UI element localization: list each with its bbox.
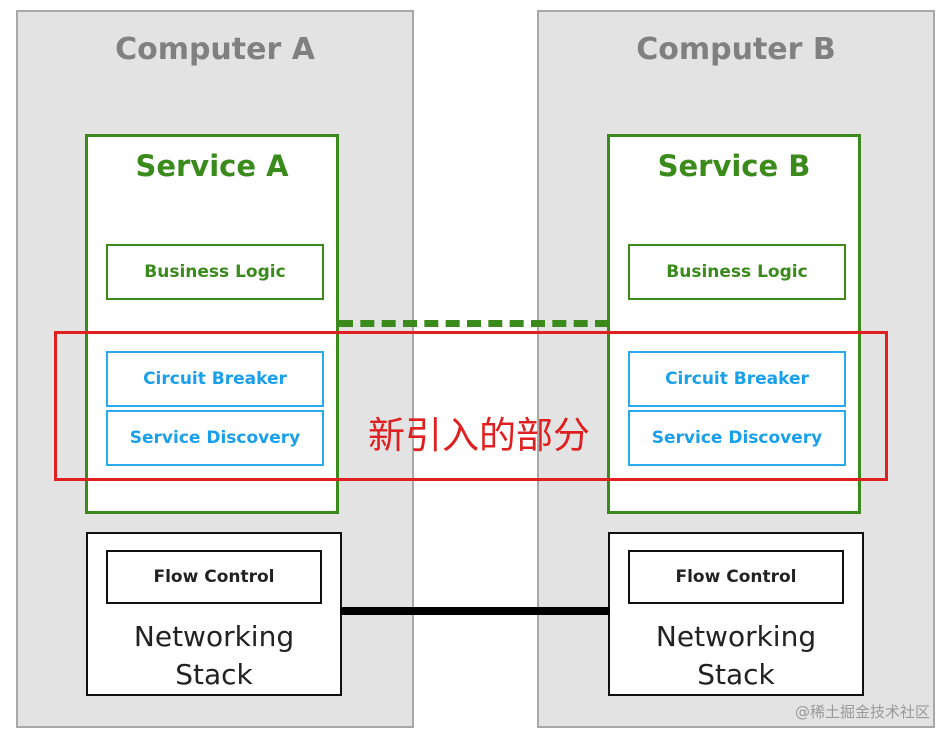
flow-control-a: Flow Control bbox=[106, 550, 322, 604]
networking-stack-a: Flow Control Networking Stack bbox=[86, 532, 342, 696]
service-a-title: Service A bbox=[135, 149, 289, 183]
flow-control-b: Flow Control bbox=[628, 550, 844, 604]
networking-stack-a-line1: Networking bbox=[133, 620, 295, 653]
networking-stack-b-line2: Stack bbox=[697, 658, 775, 691]
service-a-service-discovery: Service Discovery bbox=[106, 410, 324, 466]
watermark: @稀土掘金技术社区 bbox=[794, 703, 930, 721]
networking-stack-b-line1: Networking bbox=[655, 620, 817, 653]
service-a-business-logic: Business Logic bbox=[106, 244, 324, 300]
service-b-circuit-breaker: Circuit Breaker bbox=[628, 351, 846, 407]
service-a-circuit-breaker: Circuit Breaker bbox=[106, 351, 324, 407]
computer-a-title: Computer A bbox=[115, 32, 315, 67]
service-b-service-discovery: Service Discovery bbox=[628, 410, 846, 466]
network-physical-link bbox=[340, 607, 610, 615]
computer-b-title: Computer B bbox=[636, 32, 836, 67]
networking-stack-a-label: Networking Stack bbox=[88, 618, 340, 694]
networking-stack-b: Flow Control Networking Stack bbox=[608, 532, 864, 696]
highlight-frame bbox=[54, 331, 888, 481]
service-a-box: Service A Business Logic Circuit Breaker… bbox=[85, 134, 339, 514]
service-logical-link bbox=[339, 320, 609, 327]
highlight-label: 新引入的部分 bbox=[368, 414, 590, 457]
networking-stack-a-line2: Stack bbox=[175, 658, 253, 691]
service-b-box: Service B Business Logic Circuit Breaker… bbox=[607, 134, 861, 514]
service-b-business-logic: Business Logic bbox=[628, 244, 846, 300]
networking-stack-b-label: Networking Stack bbox=[610, 618, 862, 694]
service-b-title: Service B bbox=[657, 149, 811, 183]
